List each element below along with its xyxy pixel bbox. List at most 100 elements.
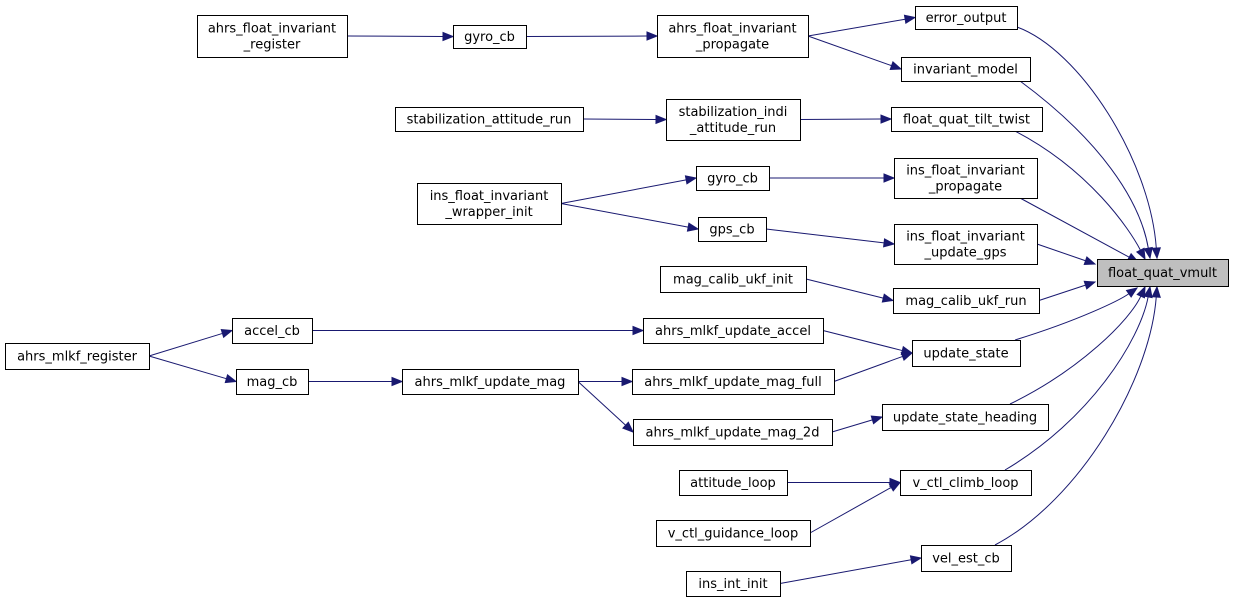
node-box [921,545,1012,572]
node-box [901,57,1031,82]
node-box [679,470,788,496]
arrowhead-icon [220,329,234,339]
node-box [893,288,1040,314]
node-float-quat-vmult[interactable]: float_quat_vmult [1097,259,1229,287]
node-label: gps_cb [709,223,754,238]
node-gps-cb[interactable]: gps_cb [698,217,767,242]
node-label: float_quat_tilt_twist [903,113,1030,128]
node-ins-float-invariant-propagate[interactable]: ins_float_invariant_propagate [894,158,1038,199]
node-float-quat-tilt-twist[interactable]: float_quat_tilt_twist [891,107,1043,132]
edge-invariant-model-to-float-quat-vmult [1019,80,1149,249]
node-box [894,224,1038,265]
node-label: attitude_loop [690,476,776,491]
arrowhead-icon [870,415,884,425]
edge-ins-int-init-to-vel-est-cb [779,559,912,584]
arrowhead-icon [622,421,634,433]
node-box [5,343,150,370]
edge-ins-float-invariant-update-gps-to-float-quat-vmult [1036,243,1086,262]
node-label: _update_gps [923,246,1006,261]
node-label: update_state [923,347,1008,362]
node-stabilization-attitude-run[interactable]: stabilization_attitude_run [395,107,584,132]
node-invariant-model[interactable]: invariant_model [901,57,1031,82]
edge-ins-float-invariant-wrapper-init-to-gyro-cb-2 [560,179,687,204]
node-box [882,404,1049,431]
node-label: update_state_heading [893,411,1037,426]
edges-layer [148,14,1161,584]
node-box [891,107,1043,132]
node-box [660,266,807,293]
node-box [197,15,348,58]
node-ins-float-invariant-update-gps[interactable]: ins_float_invariant_update_gps [894,224,1038,265]
edge-gps-cb-to-ins-float-invariant-update-gps [765,228,885,244]
node-box [632,369,835,395]
node-label: ahrs_float_invariant [208,22,336,37]
node-label: ahrs_mlkf_update_accel [655,324,811,339]
node-ahrs-mlkf-register[interactable]: ahrs_mlkf_register [5,343,150,370]
node-label: _attitude_run [689,121,776,136]
node-box [395,107,584,132]
arrowhead-icon [632,325,645,336]
node-box [402,369,579,395]
arrowhead-icon [889,61,903,70]
node-ahrs-mlkf-update-mag[interactable]: ahrs_mlkf_update_mag [402,369,579,395]
edge-float-quat-tilt-twist-to-float-quat-vmult [1014,130,1141,251]
node-box [894,158,1038,199]
node-ins-float-invariant-wrapper-init[interactable]: ins_float_invariant_wrapper_init [417,183,562,225]
node-mag-calib-ukf-run[interactable]: mag_calib_ukf_run [893,288,1040,314]
arrowhead-icon [883,238,896,248]
node-stabilization-indi-attitude-run[interactable]: stabilization_indi_attitude_run [666,99,801,141]
node-label: mag_calib_ukf_run [905,294,1026,309]
node-box [912,340,1021,367]
arrowhead-icon [900,352,914,362]
node-label: mag_cb [247,375,298,390]
node-update-state[interactable]: update_state [912,340,1021,367]
node-box [657,15,809,58]
node-vel-est-cb[interactable]: vel_est_cb [921,545,1012,572]
node-box [666,99,801,141]
node-box [696,166,770,191]
node-error-output[interactable]: error_output [915,6,1018,30]
node-gyro-cb-2[interactable]: gyro_cb [696,166,770,191]
edge-ahrs-mlkf-update-mag-full-to-update-state [833,355,903,382]
arrowhead-icon [655,114,668,125]
arrowhead-icon [621,376,634,387]
node-box [656,520,811,547]
node-mag-cb[interactable]: mag_cb [236,369,309,395]
node-update-state-heading[interactable]: update_state_heading [882,404,1049,431]
node-label: ins_float_invariant [906,164,1025,179]
node-ahrs-float-invariant-register[interactable]: ahrs_float_invariant_register [197,15,348,58]
arrowhead-icon [903,14,917,24]
arrowhead-icon [1135,247,1146,261]
edge-ahrs-mlkf-update-mag-to-ahrs-mlkf-update-mag-2d [577,381,626,426]
node-v-ctl-guidance-loop[interactable]: v_ctl_guidance_loop [656,520,811,547]
edge-update-state-heading-to-float-quat-vmult [1009,295,1142,405]
node-label: mag_calib_ukf_init [673,273,793,288]
node-ahrs-mlkf-update-accel[interactable]: ahrs_mlkf_update_accel [643,318,824,344]
node-ins-int-init[interactable]: ins_int_init [686,571,781,597]
node-box [698,217,767,242]
arrowhead-icon [442,31,455,42]
node-label: gyro_cb [707,172,758,187]
edge-ahrs-mlkf-update-accel-to-update-state [822,330,903,352]
arrowhead-icon [883,173,896,183]
node-ahrs-mlkf-update-mag-2d[interactable]: ahrs_mlkf_update_mag_2d [633,419,833,446]
edge-ins-float-invariant-wrapper-init-to-gps-cb [560,203,689,228]
node-accel-cb[interactable]: accel_cb [232,318,313,344]
node-v-ctl-climb-loop[interactable]: v_ctl_climb_loop [900,470,1032,496]
edge-error-output-to-float-quat-vmult [1016,26,1157,249]
node-attitude-loop[interactable]: attitude_loop [679,470,788,496]
node-ahrs-mlkf-update-mag-full[interactable]: ahrs_mlkf_update_mag_full [632,369,835,395]
node-label: ins_int_init [698,577,767,592]
node-gyro-cb-1[interactable]: gyro_cb [453,25,527,49]
arrowhead-icon [1083,280,1097,290]
node-mag-calib-ukf-init[interactable]: mag_calib_ukf_init [660,266,807,293]
node-ahrs-float-invariant-propagate[interactable]: ahrs_float_invariant_propagate [657,15,809,58]
arrowhead-icon [224,373,238,384]
node-box [915,6,1018,30]
node-box [417,183,562,225]
node-label: ahrs_mlkf_update_mag_2d [646,426,820,441]
node-label: ahrs_mlkf_update_mag [415,375,566,390]
arrowhead-icon [1143,246,1153,260]
